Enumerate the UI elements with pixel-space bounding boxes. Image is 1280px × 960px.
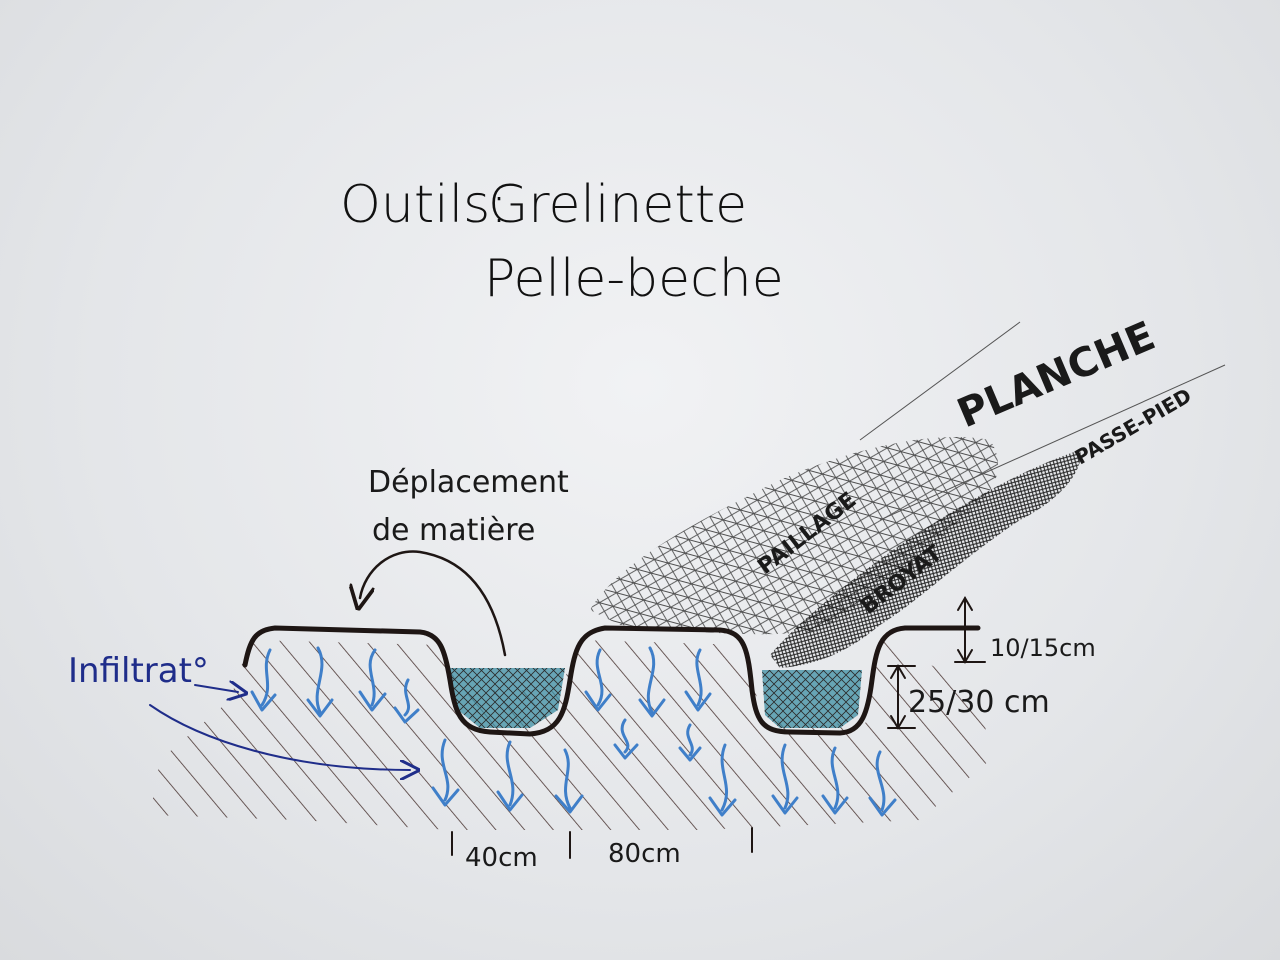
width-ticks [451,827,753,859]
title-block: Outils: Grelinette Pelle-beche [340,175,784,309]
arrows-middle-bed [584,646,712,762]
tools-label: Outils: [340,175,508,235]
dimension-markers [451,596,986,859]
mulch-height-label: 10/15cm [990,634,1096,662]
pool-right-hatch [762,670,862,728]
ground-profile [242,625,981,737]
bed-depth-marker [887,664,916,730]
passe-pied-guide-line [879,364,1226,521]
soil-section [150,640,990,830]
displacement-label-line2: de matière [372,513,535,548]
soil-hatch-area [150,640,990,830]
tool-pelle-beche: Pelle-beche [484,249,784,309]
water-pools [450,668,862,728]
infiltration-arrows [250,646,897,817]
arrows-under-path-right [708,743,897,817]
arrows-left-bed [250,646,420,724]
path-width-label: 40cm [465,843,538,873]
displacement-label-line1: Déplacement [368,465,569,500]
broyat-mass [770,450,1081,668]
bed-depth-label: 25/30 cm [908,685,1050,720]
displacement-arrow [360,550,507,657]
infiltration-label: Infiltrat° [68,651,209,691]
tool-grelinette: Grelinette [488,175,747,235]
paillage-mass [590,436,999,635]
bed-width-label: 80cm [608,839,681,869]
planche-guide-line [859,321,1021,441]
pool-left-hatch [450,668,565,728]
mulch-layer [590,321,1226,668]
infiltration-label-arrows [149,685,410,770]
mulch-height-marker [954,596,986,664]
arrows-under-path-left [431,738,584,814]
